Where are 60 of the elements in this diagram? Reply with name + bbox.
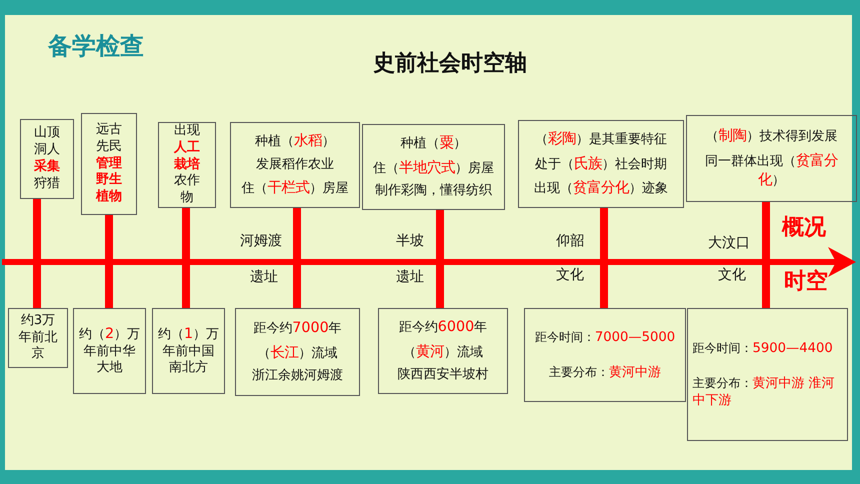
box-text: （彩陶）是其重要特征 xyxy=(535,130,667,149)
info-box xyxy=(362,124,505,210)
box-text: 发展稻作农业 xyxy=(256,156,334,174)
box-text: 同一群体出现（贫富分化） xyxy=(704,152,839,190)
info-box xyxy=(230,122,360,208)
box-text: （长江）流域 xyxy=(258,344,338,362)
axis-label: 遗址 xyxy=(396,268,424,286)
axis-label: 时空 xyxy=(784,268,828,296)
box-text: 约3万年前北京 xyxy=(18,312,58,364)
box-text: 住（半地穴式）房屋 xyxy=(373,158,494,178)
timeline-marker-bar xyxy=(105,215,113,308)
box-text: 处于（氏族）社会时期 xyxy=(535,154,667,174)
box-text: 约（1）万年前中国南北方 xyxy=(158,324,220,378)
axis-label: 遗址 xyxy=(250,268,278,286)
box-text: 远古先民管理野生植物 xyxy=(95,122,123,206)
timeline-marker-bar xyxy=(182,208,190,308)
info-box xyxy=(158,122,216,208)
axis-label: 大汶口 xyxy=(708,234,750,252)
box-text: 种植（水稻） xyxy=(255,132,335,151)
box-text: 住（干栏式）房屋 xyxy=(242,179,348,198)
box-text: 出现人工栽培农作物 xyxy=(173,122,201,208)
box-text: 距今约6000年 xyxy=(398,318,488,337)
info-box xyxy=(378,308,508,394)
info-box xyxy=(235,308,360,396)
box-text: 山顶洞人采集狩猎 xyxy=(33,125,61,193)
info-box xyxy=(686,115,857,202)
axis-label: 仰韶 xyxy=(556,232,584,250)
timeline-marker-bar xyxy=(600,208,608,308)
timeline-marker-bar xyxy=(293,208,301,308)
diagram-title: 史前社会时空轴 xyxy=(372,50,528,78)
box-text: 出现（贫富分化）迹象 xyxy=(534,179,668,198)
info-box xyxy=(8,308,68,368)
section-heading: 备学检查 xyxy=(48,31,144,62)
axis-label: 文化 xyxy=(718,266,746,284)
info-box xyxy=(73,308,146,394)
info-box xyxy=(524,308,686,402)
box-text: 陕西西安半坡村 xyxy=(398,367,488,384)
axis-label: 概况 xyxy=(782,214,826,242)
box-text: 种植（粟） xyxy=(400,134,466,153)
box-text: 制作彩陶，懂得纺织 xyxy=(375,183,492,200)
info-box xyxy=(81,113,137,215)
info-box xyxy=(518,120,684,208)
info-box xyxy=(20,119,74,199)
box-text: （黄河）流域 xyxy=(403,342,483,362)
box-text: 距今约7000年 xyxy=(253,318,342,338)
box-text: （制陶）技术得到发展 xyxy=(704,127,838,146)
axis-label: 河姆渡 xyxy=(240,232,282,250)
info-box xyxy=(152,308,225,394)
box-text: 浙江余姚河姆渡 xyxy=(252,368,343,386)
axis-label: 半坡 xyxy=(396,232,424,250)
axis-label: 文化 xyxy=(556,266,584,284)
timeline-marker-bar xyxy=(436,210,444,308)
box-text: 距今时间：5900—4400 xyxy=(692,340,834,357)
timeline-marker-bar xyxy=(33,199,41,308)
box-text: 约（2）万年前中华大地 xyxy=(78,324,140,378)
info-box xyxy=(687,308,848,441)
box-text: 主要分布：黄河中游 xyxy=(549,364,661,382)
box-text: 距今时间：7000—5000 xyxy=(534,328,676,346)
box-text: 主要分布：黄河中游 淮河中下游 xyxy=(692,374,836,410)
timeline-marker-bar xyxy=(762,202,770,308)
